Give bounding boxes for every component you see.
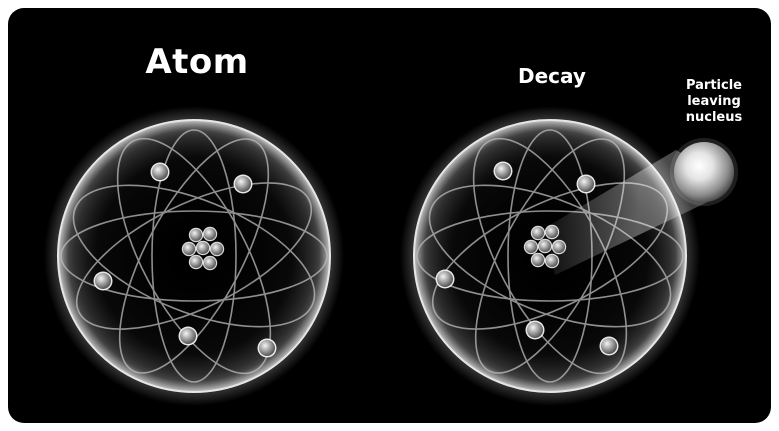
- atom-electron-4: [179, 327, 198, 346]
- decay-electron-1: [494, 162, 513, 181]
- escaping-particle: [670, 138, 738, 206]
- atom-electron-1: [151, 163, 170, 182]
- particle-label-line-3: nucleus: [664, 110, 764, 126]
- decay-electron-4: [526, 321, 545, 340]
- atom-electron-3: [94, 272, 113, 291]
- particle-leaving-nucleus-label: Particle leaving nucleus: [664, 78, 764, 126]
- decay-electron-5: [600, 337, 619, 356]
- particle-label-line-1: Particle: [664, 78, 764, 94]
- decay-title: Decay: [482, 64, 622, 88]
- decay-electron-2: [577, 175, 596, 194]
- atom-electron-2: [234, 175, 253, 194]
- decay-electron-3: [436, 270, 455, 289]
- atom-electron-5: [258, 339, 277, 358]
- atom-title: Atom: [112, 42, 282, 82]
- particle-label-line-2: leaving: [664, 94, 764, 110]
